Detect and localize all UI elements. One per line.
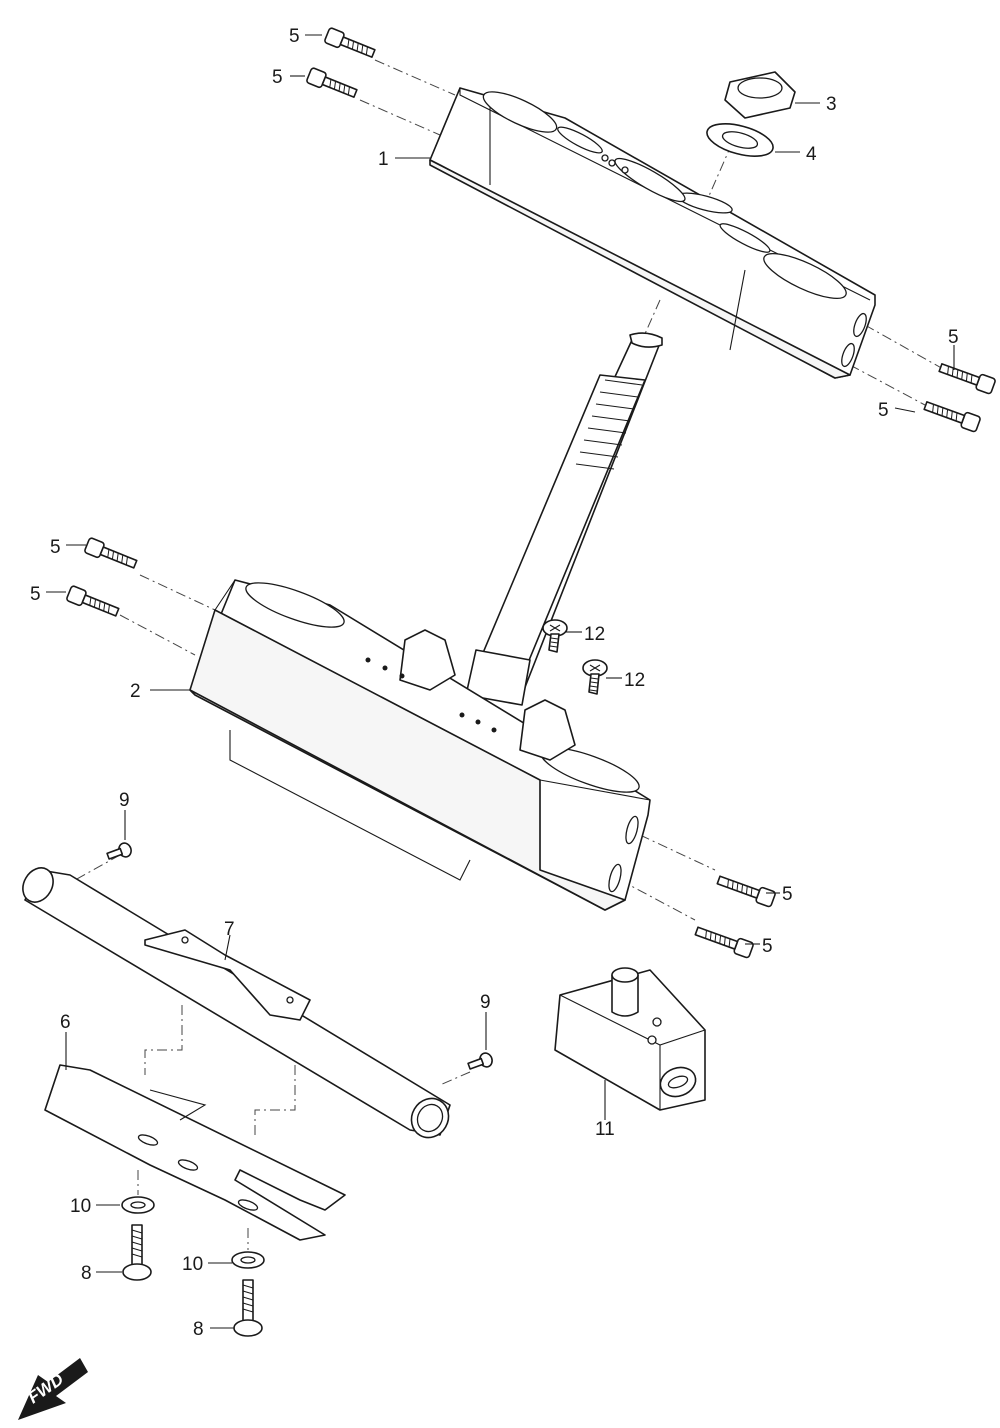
lock-block [554,967,706,1111]
bolts [66,27,996,959]
vertical-bolts [122,1224,263,1337]
callout-5-right-2: 5 [878,400,889,421]
callout-5-right-1: 5 [948,327,959,348]
callout-6: 6 [60,1012,71,1033]
callout-5-lower-1: 5 [782,884,793,905]
callout-5-left-2: 5 [30,584,41,605]
callout-4: 4 [806,144,817,165]
support-bracket [44,1064,346,1241]
callout-9-right: 9 [480,992,491,1013]
steering-stem [465,332,663,706]
callout-5-left-1: 5 [50,537,61,558]
fwd-direction-indicator: FWD [18,1358,88,1420]
leader-lines [46,34,955,1329]
callout-numbers: 1 2 3 4 5 5 5 5 5 5 5 5 6 7 8 8 9 9 10 1… [30,26,959,1340]
assembly-lines [74,59,946,1250]
callout-1: 1 [378,149,389,170]
callout-8-right: 8 [193,1319,204,1340]
lower-fork-bracket [189,579,651,911]
small-screws [106,842,493,1070]
callout-10-left: 10 [70,1196,91,1217]
callout-8-left: 8 [81,1263,92,1284]
small-washers [121,1196,265,1269]
stem-nut [724,71,796,119]
callout-5-top-2: 5 [272,67,283,88]
callout-2: 2 [130,681,141,702]
phillips-screws [542,619,608,695]
callout-5-top-1: 5 [289,26,300,47]
callout-3: 3 [826,94,837,115]
fwd-arrow-icon [18,1358,88,1420]
callout-11: 11 [595,1119,615,1140]
callout-12-upper: 12 [584,624,605,645]
callout-9-left: 9 [119,790,130,811]
callout-7: 7 [224,919,235,940]
callout-5-lower-2: 5 [762,936,773,957]
callout-10-right: 10 [182,1254,203,1275]
cross-tube [22,867,451,1139]
washer [706,123,774,157]
upper-fork-bracket [429,87,876,379]
callout-12-lower: 12 [624,670,645,691]
